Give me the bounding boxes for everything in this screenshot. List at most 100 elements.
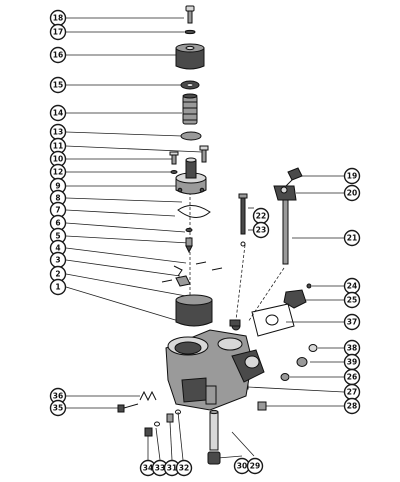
part-17-washer — [184, 29, 196, 35]
part-2-hinge — [175, 275, 191, 287]
svg-text:1: 1 — [55, 283, 60, 292]
part-38-washer — [308, 344, 318, 352]
svg-text:7: 7 — [55, 206, 60, 215]
svg-text:39: 39 — [347, 358, 357, 367]
svg-text:35: 35 — [53, 404, 63, 413]
part-carburetor-body — [165, 319, 265, 411]
svg-text:34: 34 — [143, 464, 153, 473]
svg-text:20: 20 — [347, 189, 357, 198]
callout-26: 26 — [343, 368, 361, 386]
part-9-cover — [175, 157, 207, 195]
part-16-cap — [175, 43, 205, 70]
svg-text:9: 9 — [55, 182, 60, 191]
callout-3: 3 — [49, 251, 67, 269]
part-30-sleeve — [207, 451, 221, 465]
svg-text:32: 32 — [179, 464, 189, 473]
callout-25: 25 — [343, 291, 361, 309]
part-1-float — [175, 294, 213, 327]
part-15-gasket — [180, 80, 200, 90]
svg-text:28: 28 — [347, 402, 357, 411]
part-11-screw — [199, 145, 209, 163]
callout-29: 29 — [246, 457, 264, 475]
part-8-gasket — [177, 205, 211, 218]
part-32-washer — [175, 409, 181, 415]
callout-22: 22 — [252, 207, 270, 225]
svg-text:19: 19 — [347, 172, 357, 181]
callout-14: 14 — [49, 104, 67, 122]
part-12-washer — [170, 170, 178, 174]
svg-text:29: 29 — [250, 462, 260, 471]
callout-15: 15 — [49, 76, 67, 94]
part-pin — [211, 267, 223, 271]
svg-text:22: 22 — [256, 212, 266, 221]
svg-text:12: 12 — [53, 168, 63, 177]
callout-17: 17 — [49, 23, 67, 41]
part-35-screw — [117, 403, 139, 413]
callout-20: 20 — [343, 184, 361, 202]
callout-1: 1 — [49, 278, 67, 296]
part-10-screw — [169, 151, 179, 165]
part-20-lever — [273, 185, 297, 201]
svg-text:30: 30 — [237, 462, 247, 471]
svg-text:23: 23 — [256, 226, 266, 235]
part-25-cover — [283, 289, 307, 309]
svg-text:25: 25 — [347, 296, 357, 305]
part-19-lever — [285, 167, 303, 187]
part-37-gasket-hole — [265, 314, 279, 326]
svg-text:37: 37 — [347, 318, 357, 327]
svg-text:21: 21 — [347, 234, 357, 243]
svg-text:36: 36 — [53, 392, 63, 401]
svg-text:15: 15 — [53, 81, 63, 90]
svg-text:10: 10 — [53, 155, 63, 164]
callout-28: 28 — [343, 397, 361, 415]
callout-39: 39 — [343, 353, 361, 371]
part-37-gasket — [251, 303, 295, 337]
callout-37: 37 — [343, 313, 361, 331]
callout-23: 23 — [252, 221, 270, 239]
callout-12: 12 — [49, 163, 67, 181]
part-31-jet — [166, 413, 174, 423]
parts — [117, 5, 318, 465]
part-24-screw — [306, 283, 312, 289]
part-5-float-pin — [195, 261, 207, 265]
part-26-plug — [280, 373, 290, 381]
callout-4: 4 — [49, 239, 67, 257]
callout-16: 16 — [49, 46, 67, 64]
part-34-jet — [144, 427, 153, 437]
callout-19: 19 — [343, 167, 361, 185]
part-33-washer — [154, 421, 160, 427]
svg-text:14: 14 — [53, 109, 63, 118]
callout-38: 38 — [343, 339, 361, 357]
callout-32: 32 — [175, 459, 193, 477]
callout-6: 6 — [49, 214, 67, 232]
svg-text:31: 31 — [167, 464, 177, 473]
svg-text:2: 2 — [55, 270, 60, 279]
svg-text:33: 33 — [155, 464, 165, 473]
callout-27: 27 — [343, 383, 361, 401]
svg-text:13: 13 — [53, 128, 63, 137]
svg-text:26: 26 — [347, 373, 357, 382]
svg-text:6: 6 — [55, 219, 60, 228]
part-6-needle-valve — [185, 237, 193, 254]
part-3-pin — [161, 279, 173, 283]
svg-text:27: 27 — [347, 388, 357, 397]
part-36-spring — [139, 390, 157, 402]
svg-text:4: 4 — [55, 244, 60, 253]
part-28-plug — [257, 401, 267, 411]
callout-18: 18 — [49, 9, 67, 27]
svg-text:18: 18 — [53, 14, 63, 23]
svg-text:8: 8 — [55, 194, 60, 203]
callout-24: 24 — [343, 277, 361, 295]
svg-text:24: 24 — [347, 282, 357, 291]
part-13-gasket — [180, 131, 202, 141]
svg-text:16: 16 — [53, 51, 63, 60]
part-22-rod — [238, 193, 248, 235]
part-7-washer — [185, 227, 193, 233]
part-39-nut — [296, 357, 308, 367]
callout-21: 21 — [343, 229, 361, 247]
part-4-clip — [173, 265, 183, 277]
leader-lines — [65, 17, 345, 461]
part-23-ring — [240, 241, 246, 247]
callout-13: 13 — [49, 123, 67, 141]
